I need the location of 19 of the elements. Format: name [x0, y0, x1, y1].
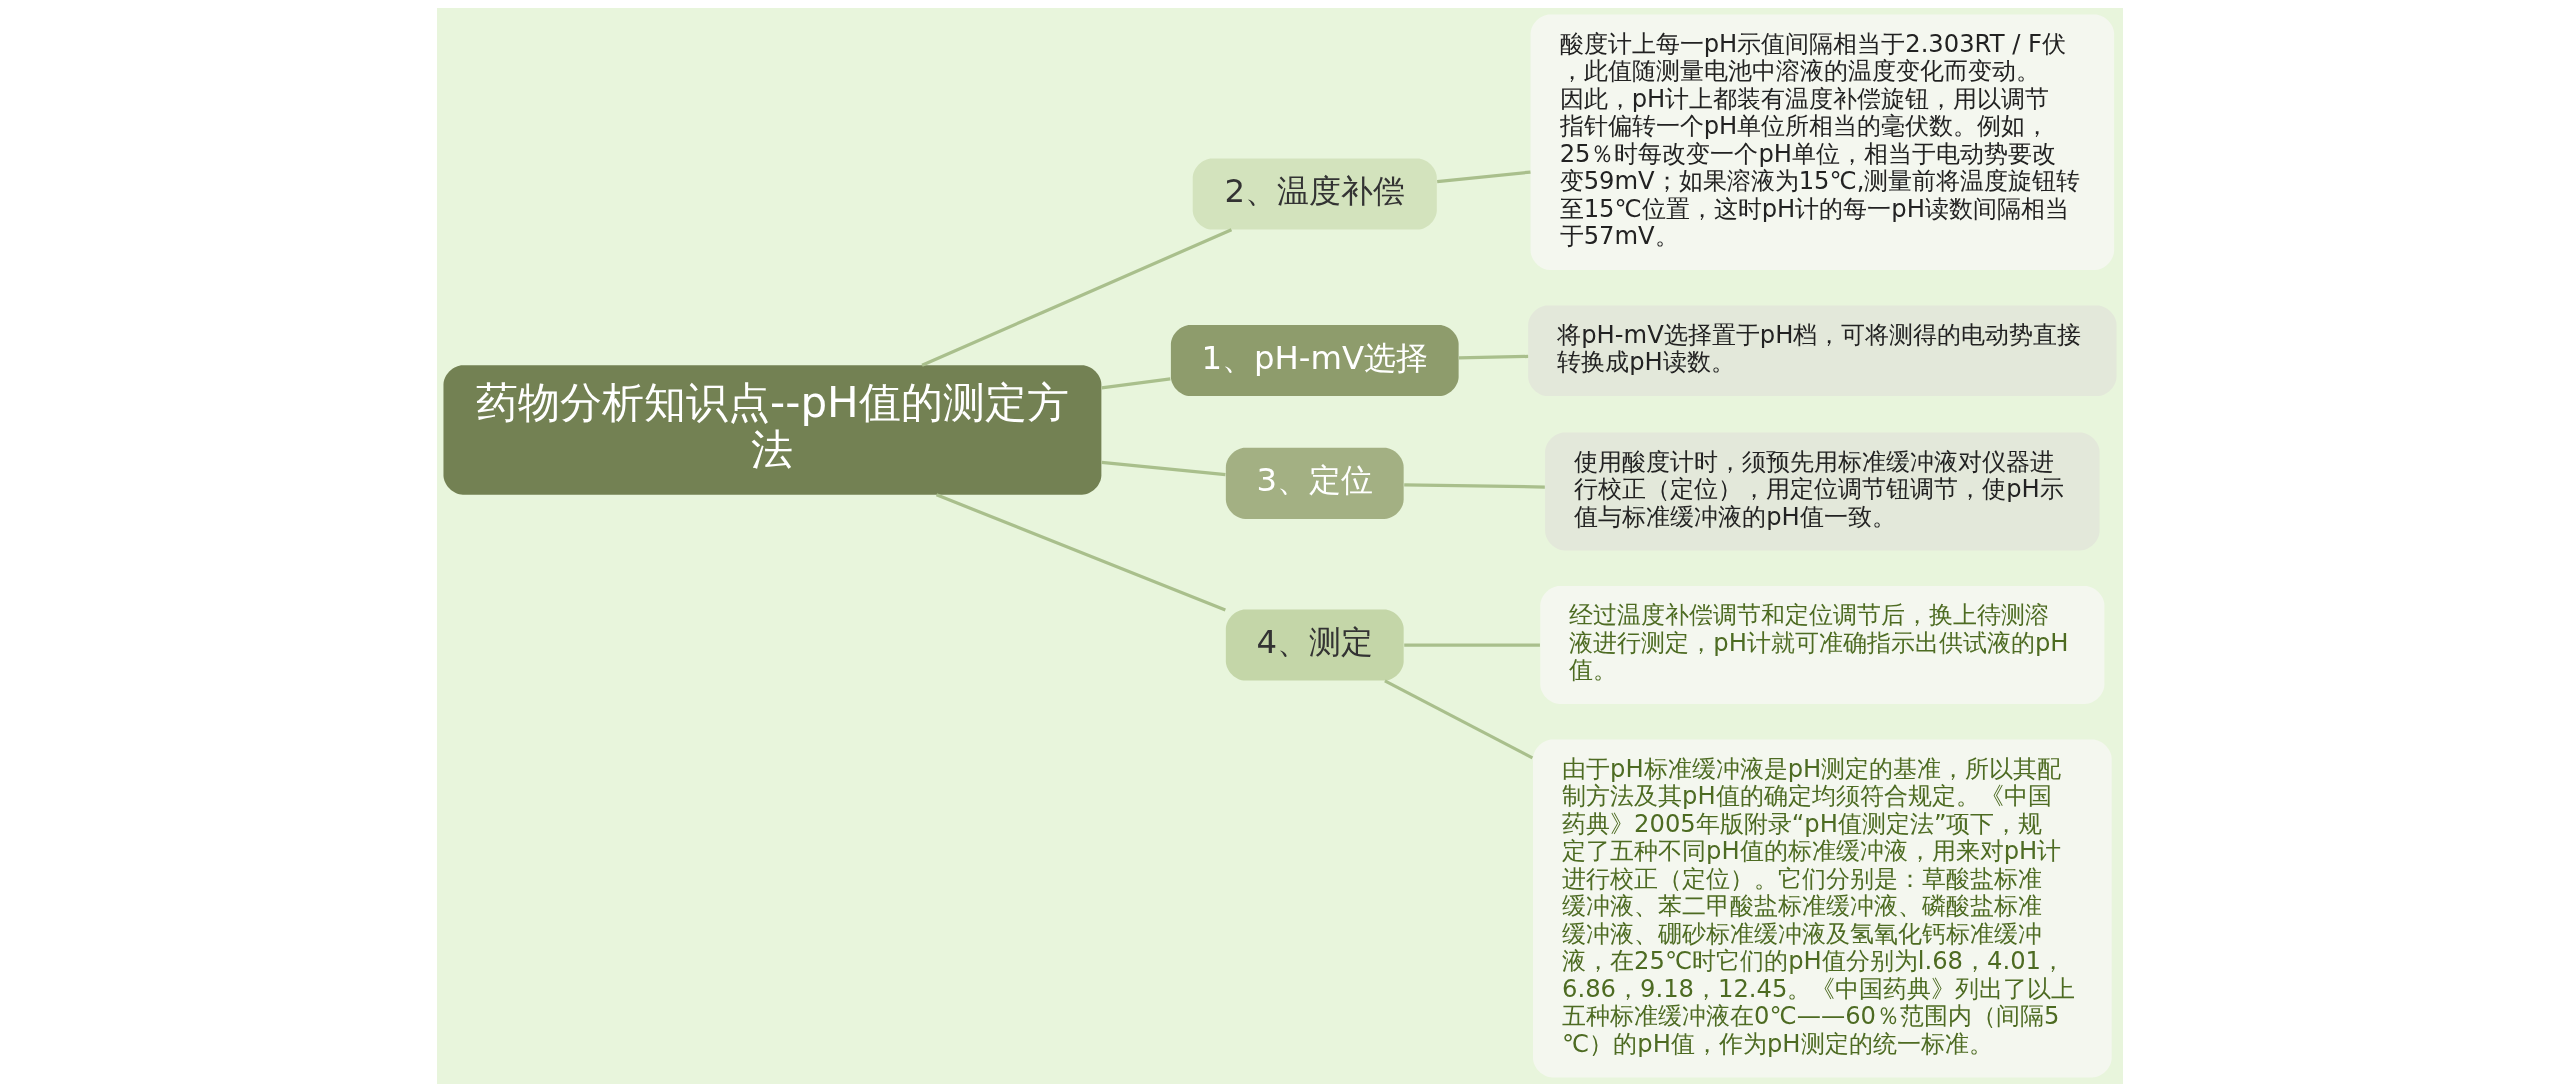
- connector: [921, 228, 1233, 367]
- connector: [1404, 643, 1540, 647]
- connector: [1458, 354, 1529, 360]
- connector: [1101, 460, 1226, 477]
- node-box: 4、测定: [1225, 609, 1404, 681]
- node-box: 经过温度补偿调节和定位调节后，换上待测溶液进行测定，pH计就可准确指示出供试液的pH值。: [1540, 586, 2105, 704]
- connector: [1384, 679, 1534, 760]
- node-box: 2、温度补偿: [1192, 158, 1437, 230]
- connector: [1101, 377, 1171, 390]
- connector: [1437, 170, 1531, 184]
- connector: [935, 493, 1226, 612]
- node-box: 3、定位: [1225, 447, 1404, 519]
- node-box: 由于pH标准缓冲液是pH测定的基准，所以其配制方法及其pH值的确定均须符合规定。《中国药典》2005年版附录“pH值测定法”项下，规定了五种不同pH值的标准缓冲液，用来对pH计进行校正（定位）。它们分别是：草酸盐标准缓冲液、苯二甲酸盐标准缓冲液、磷酸盐标准缓冲液、硼砂标准缓冲液及氢氧化钙标准缓冲液，在25℃时它们的pH值分别为l.68，4.01，6.86，9.18，12.45。《中国药典》列出了以上五种标准缓冲液在0℃——60％范围内（间隔5℃）的pH值，作为pH测定的统一标准。: [1533, 739, 2112, 1078]
- node-box: 1、pH-mV选择: [1170, 324, 1459, 397]
- node-box: 使用酸度计时，须预先用标准缓冲液对仪器进行校正（定位），用定位调节钮调节，使pH示值与标准缓冲液的pH值一致。: [1545, 432, 2100, 551]
- node-box: 酸度计上每一pH示值间隔相当于2.303RT / F伏，此值随测量电池中溶液的温度变化而变动。因此，pH计上都装有温度补偿旋钮，用以调节指针偏转一个pH单位所相当的毫伏数。例如，25％时每改变一个pH单位，相当于电动势要改变59mV；如果溶液为15℃,测量前将温度旋钮转至15℃位置，这时pH计的每一pH读数间隔相当于57mV。: [1530, 14, 2115, 270]
- node-box: 药物分析知识点--pH值的测定方法: [443, 365, 1102, 495]
- connector: [1404, 483, 1545, 489]
- node-box: 将pH-mV选择置于pH档，可将测得的电动势直接转换成pH读数。: [1528, 305, 2117, 397]
